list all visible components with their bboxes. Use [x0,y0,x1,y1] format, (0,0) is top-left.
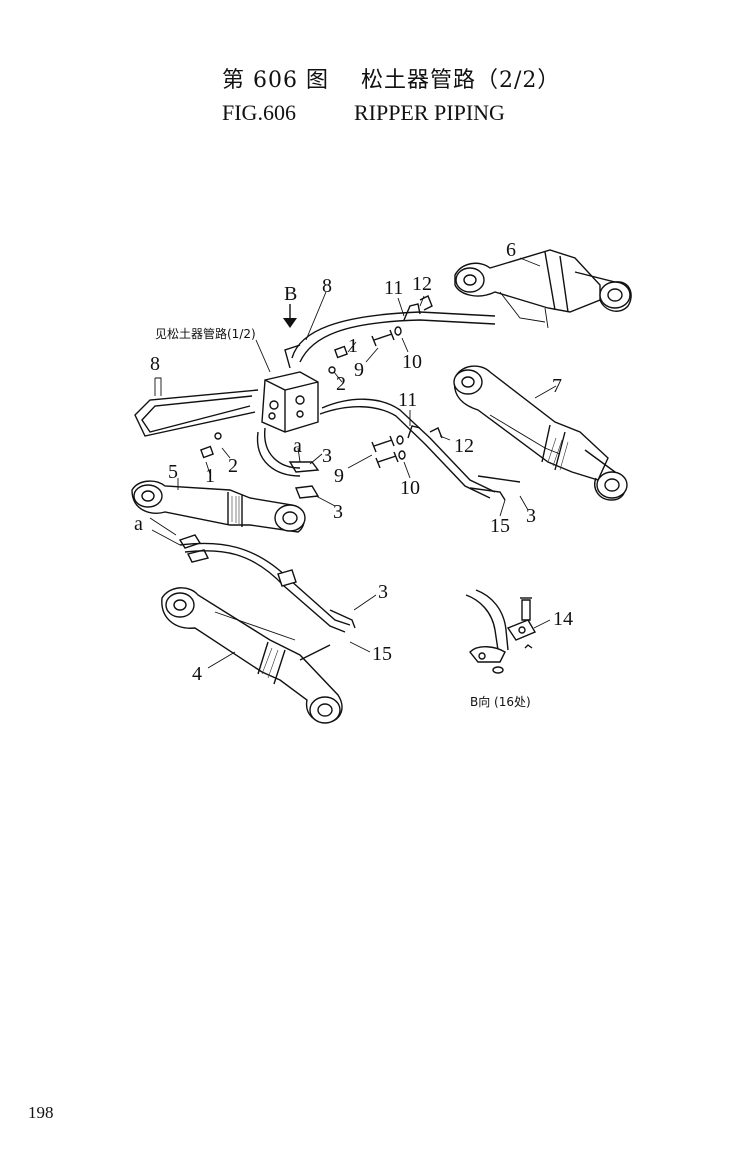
cylinder-4 [161,587,343,724]
callout-9-lower: 9 [334,465,344,487]
callout-4: 4 [192,663,202,685]
figure-name-cn: 松土器管路（2/2） [360,68,561,93]
view-caption: B向 (16处) [470,694,531,709]
view-arrow-b: B [283,283,297,328]
page-number: 198 [28,1103,54,1122]
callout-labels: 1 1 2 2 3 3 3 3 4 5 6 7 8 8 9 9 10 10 11… [134,239,573,685]
callout-8-left: 8 [150,353,160,375]
figure-title-chinese: 第 606 图 松土器管路（2/2） [222,62,560,94]
callout-12-upper: 12 [412,273,432,295]
callout-6: 6 [506,239,516,261]
callout-3-b: 3 [333,501,343,523]
figure-number-cn: 第 606 图 [222,68,329,93]
callout-9-upper: 9 [354,359,364,381]
callout-3-d: 3 [378,581,388,603]
callout-3-c: 3 [526,505,536,527]
figure-name-en: RIPPER PIPING [353,100,505,125]
callout-10-lower: 10 [400,477,420,499]
callout-11-lower: 11 [398,389,417,411]
marker-a-upper: a [293,435,302,457]
callout-12-lower: 12 [454,435,474,457]
cylinder-7 [453,365,628,501]
fittings [178,295,521,661]
callout-1-lower: 1 [205,465,215,487]
cylinder-5 [131,480,306,533]
figure-title-english: FIG.606 RIPPER PIPING [222,100,505,126]
callout-5: 5 [168,461,178,483]
marker-a-lower: a [134,513,143,535]
callout-15-lower: 15 [372,643,392,665]
view-arrow-label: B [284,283,297,305]
callout-8-upper: 8 [322,275,332,297]
figure-number-en: FIG.606 [222,100,296,125]
callout-2-lower: 2 [228,455,238,477]
ripper-piping-diagram: B 见松土器管路(1/2) [0,200,732,760]
cylinder-6 [454,249,632,329]
b-view-detail [465,589,537,674]
callout-11-upper: 11 [384,277,403,299]
exploded-view-drawing: B 见松土器管路(1/2) [131,239,632,724]
valve-block [261,371,319,433]
callout-14: 14 [553,608,573,630]
callout-3-a: 3 [322,445,332,467]
callout-2: 2 [336,373,346,395]
hose-lines [134,311,496,633]
callout-7: 7 [552,375,562,397]
callout-15-upper: 15 [490,515,510,537]
leader-lines [149,257,557,669]
callout-10-upper: 10 [402,351,422,373]
callout-1: 1 [348,335,358,357]
reference-note: 见松土器管路(1/2) [155,326,256,341]
